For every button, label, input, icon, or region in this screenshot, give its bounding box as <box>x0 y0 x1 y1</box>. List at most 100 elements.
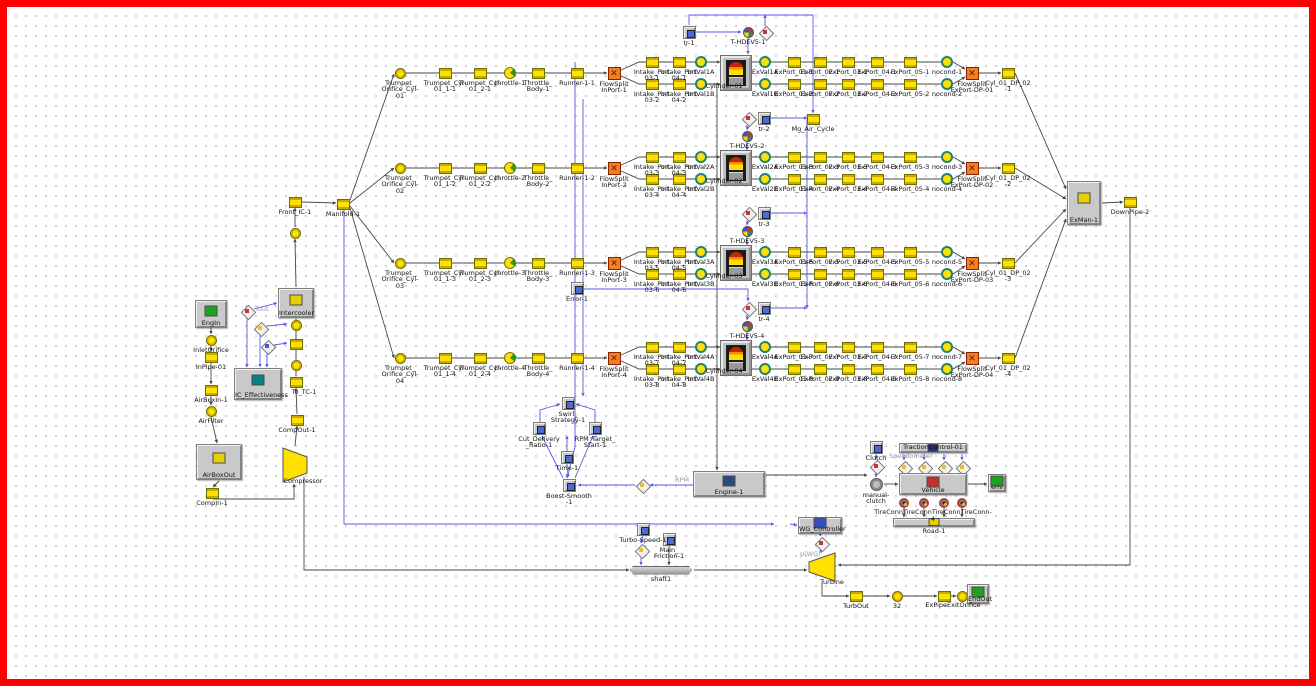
flowsplit-inport-4[interactable]: ✕ <box>607 351 621 365</box>
compin-1[interactable] <box>205 487 219 499</box>
manifold-1[interactable] <box>336 198 350 210</box>
intake-port-04-7[interactable] <box>672 341 686 353</box>
export-01-1[interactable] <box>787 56 801 68</box>
runner-1-4[interactable] <box>570 352 584 364</box>
intake-port-04-3[interactable] <box>672 151 686 163</box>
intval1b[interactable] <box>695 78 707 90</box>
export-02-2[interactable] <box>813 78 827 90</box>
sensor-tc-3[interactable] <box>937 460 953 476</box>
exval3a[interactable] <box>759 246 771 258</box>
trumpet-cyl-01-1-4[interactable] <box>438 352 452 364</box>
sensor-boost[interactable] <box>635 478 651 494</box>
cylinder-01[interactable] <box>720 55 752 91</box>
flowsplit-export-dp-01[interactable]: ✕ <box>965 66 979 80</box>
export-04-5[interactable] <box>870 246 884 258</box>
flowsplit-export-dp-04[interactable]: ✕ <box>965 351 979 365</box>
export-05-1[interactable] <box>903 56 917 68</box>
export-02-8[interactable] <box>813 363 827 375</box>
throttle-2[interactable] <box>504 162 516 174</box>
export-01-2[interactable] <box>787 78 801 90</box>
inpipe-01[interactable] <box>204 351 218 363</box>
wg-controller[interactable]: WG_Controller <box>798 516 846 534</box>
traction-control-01[interactable]: TractionControl-01 <box>899 443 967 453</box>
trumpet-orifice-cyl-03[interactable] <box>394 257 406 269</box>
export-02-1[interactable] <box>813 56 827 68</box>
manual-clutch[interactable] <box>869 477 883 491</box>
export-01-4[interactable] <box>787 173 801 185</box>
intake-port-03-2[interactable] <box>645 78 659 90</box>
cyl-01-dp-02-4[interactable] <box>1001 352 1015 364</box>
throttle-body-3[interactable] <box>531 257 545 269</box>
export-03-8[interactable] <box>841 363 855 375</box>
nocond-1[interactable] <box>941 56 953 68</box>
t-hdev5-2[interactable] <box>741 130 753 142</box>
intval2a[interactable] <box>695 151 707 163</box>
throttle-body-1[interactable] <box>531 67 545 79</box>
fic-orifice[interactable] <box>289 227 301 239</box>
tr-1[interactable] <box>682 25 696 39</box>
sensor-row-2[interactable] <box>741 111 757 127</box>
intake-port-04-8[interactable] <box>672 363 686 375</box>
nocond-6[interactable] <box>941 268 953 280</box>
export-01-5[interactable] <box>787 246 801 258</box>
turbout[interactable] <box>849 590 863 602</box>
exval4a[interactable] <box>759 341 771 353</box>
runner-1-2[interactable] <box>570 162 584 174</box>
flowsplit-inport-3[interactable]: ✕ <box>607 256 621 270</box>
exit-orifice[interactable] <box>956 590 968 602</box>
sensor-row-4[interactable] <box>741 301 757 317</box>
cylinder-03[interactable] <box>720 245 752 281</box>
exval4b[interactable] <box>759 363 771 375</box>
intval3b[interactable] <box>695 268 707 280</box>
trumpet-orifice-cyl-04[interactable] <box>394 352 406 364</box>
export-05-6[interactable] <box>903 268 917 280</box>
boost-smooth-1[interactable] <box>562 478 576 492</box>
main-friction-1[interactable] <box>662 532 676 546</box>
swirl-strategy-1[interactable] <box>561 396 575 410</box>
export-04-4[interactable] <box>870 173 884 185</box>
endout[interactable]: EndOut <box>967 584 992 604</box>
export-05-3[interactable] <box>903 151 917 163</box>
tr-2[interactable] <box>757 111 771 125</box>
runner-1-1[interactable] <box>570 67 584 79</box>
sensor-tc-4[interactable] <box>955 460 971 476</box>
t-hdev5-4[interactable] <box>741 320 753 332</box>
nocond-4[interactable] <box>941 173 953 185</box>
nocond-7[interactable] <box>941 341 953 353</box>
trumpet-orifice-cyl-01[interactable] <box>394 67 406 79</box>
cut-delivery-ratio-1[interactable] <box>532 421 546 435</box>
intercooler[interactable]: Intercooler <box>278 288 314 318</box>
cyl-01-dp-02-2[interactable] <box>1001 162 1015 174</box>
road-1[interactable] <box>893 517 975 527</box>
vehicle[interactable]: Vehicle <box>899 473 967 495</box>
rpm-target-start-1[interactable] <box>588 421 602 435</box>
front-ic-1[interactable] <box>288 196 302 208</box>
export-03-3[interactable] <box>841 151 855 163</box>
airboxin-1[interactable] <box>204 384 218 396</box>
export-03-2[interactable] <box>841 78 855 90</box>
ic-orifice-1[interactable] <box>290 359 302 371</box>
airboxout[interactable]: AirBoxOut <box>196 444 242 480</box>
exval1a[interactable] <box>759 56 771 68</box>
intval3a[interactable] <box>695 246 707 258</box>
export-02-3[interactable] <box>813 151 827 163</box>
sensor-row-1[interactable] <box>758 25 774 41</box>
tireconn-3[interactable] <box>939 498 949 508</box>
nocond-2[interactable] <box>941 78 953 90</box>
export-03-1[interactable] <box>841 56 855 68</box>
intake-port-03-1[interactable] <box>645 56 659 68</box>
cyl-01-dp-02-3[interactable] <box>1001 257 1015 269</box>
ic-valve[interactable] <box>289 338 303 350</box>
cylinder-02[interactable] <box>720 150 752 186</box>
tireconn-1[interactable] <box>899 498 909 508</box>
export-01-3[interactable] <box>787 151 801 163</box>
airfilter[interactable] <box>205 405 217 417</box>
export-03-6[interactable] <box>841 268 855 280</box>
throttle-3[interactable] <box>504 257 516 269</box>
export-05-2[interactable] <box>903 78 917 90</box>
trumpet-cyl-01-2-2[interactable] <box>473 162 487 174</box>
throttle-body-2[interactable] <box>531 162 545 174</box>
intval4a[interactable] <box>695 341 707 353</box>
to-tc-1[interactable] <box>289 376 303 388</box>
nocond-8[interactable] <box>941 363 953 375</box>
